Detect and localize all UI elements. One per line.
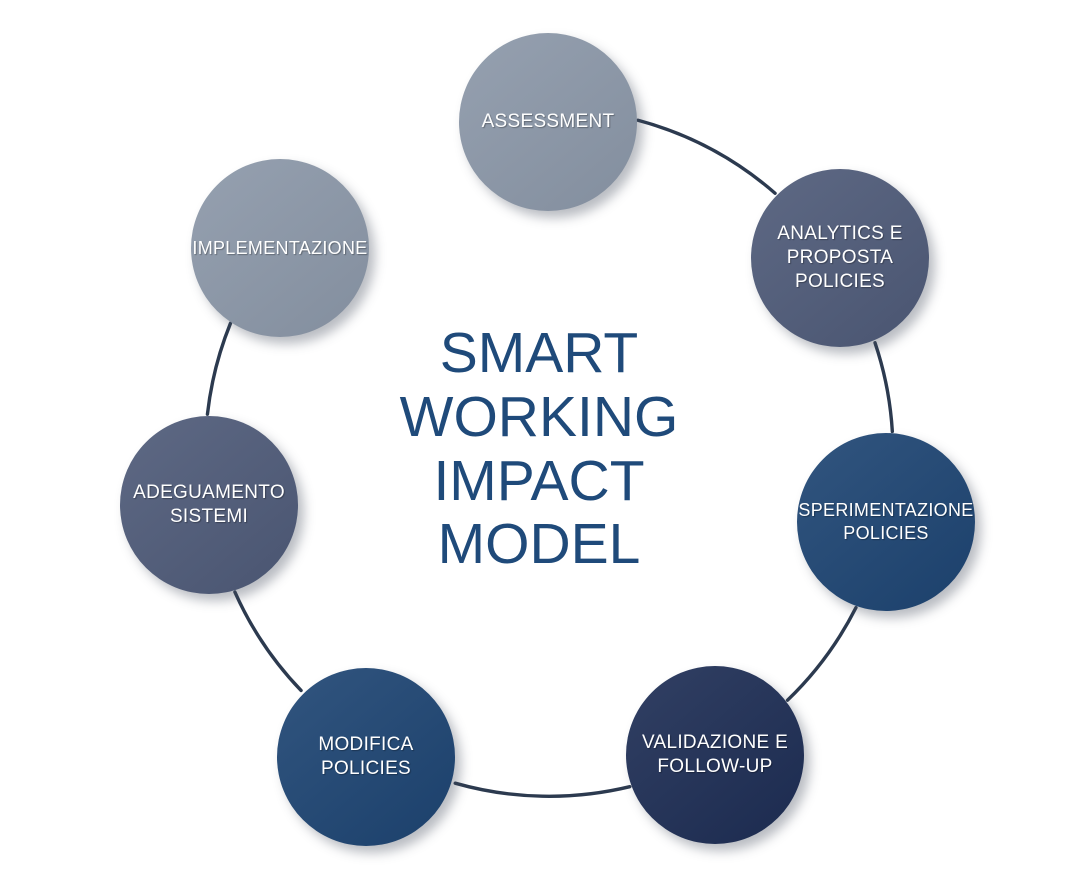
node-label-adeguamento-sistemi: ADEGUAMENTO SISTEMI: [133, 482, 285, 527]
node-assessment[interactable]: ASSESSMENT: [459, 33, 637, 211]
node-sperimentazione-policies[interactable]: SPERIMENTAZIONE POLICIES: [797, 433, 975, 611]
node-validazione-follow-up[interactable]: VALIDAZIONE E FOLLOW-UP: [626, 666, 804, 844]
node-label-sperimentazione-policies: SPERIMENTAZIONE POLICIES: [798, 500, 974, 543]
connector-arc: [785, 605, 858, 702]
connector-arc: [636, 118, 777, 195]
connector-arc: [453, 781, 632, 798]
node-label-modifica-policies: MODIFICA POLICIES: [318, 734, 414, 779]
node-label-assessment: ASSESSMENT: [481, 111, 615, 133]
connector-arc: [205, 321, 233, 416]
node-modifica-policies[interactable]: MODIFICA POLICIES: [277, 668, 455, 846]
node-analytics-proposta-policies[interactable]: ANALYTICS E PROPOSTA POLICIES: [751, 169, 929, 347]
node-adeguamento-sistemi[interactable]: ADEGUAMENTO SISTEMI: [120, 416, 298, 594]
node-label-validazione-follow-up: VALIDAZIONE E FOLLOW-UP: [641, 732, 789, 777]
node-label-implementazione: IMPLEMENTAZIONE: [192, 237, 368, 258]
node-implementazione[interactable]: IMPLEMENTAZIONE: [191, 159, 369, 337]
center-title: SMART WORKING IMPACT MODEL: [399, 321, 679, 577]
node-label-analytics-proposta-policies: ANALYTICS E PROPOSTA POLICIES: [777, 223, 903, 292]
connector-arc: [873, 341, 895, 434]
connector-arc: [233, 590, 303, 693]
